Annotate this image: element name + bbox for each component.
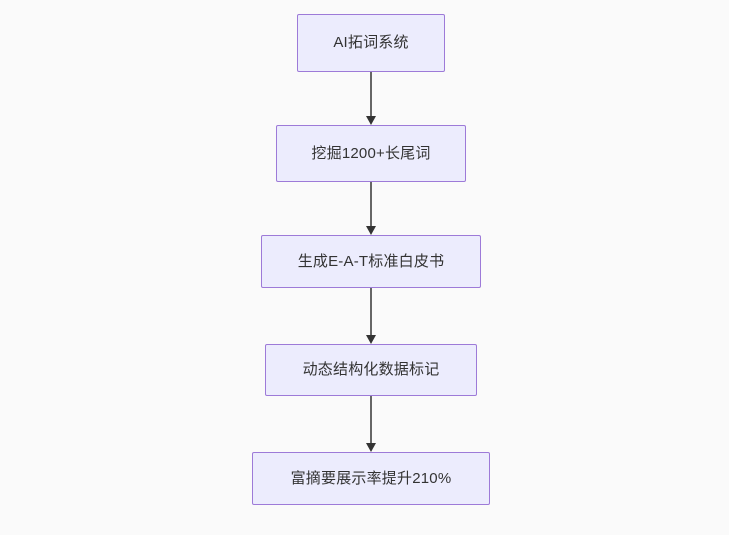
arrowhead-icon <box>366 335 376 344</box>
flowchart-node-n5[interactable]: 富摘要展示率提升210% <box>252 452 490 505</box>
node-label: AI拓词系统 <box>333 34 409 51</box>
edge-line <box>370 288 372 335</box>
node-label: 生成E-A-T标准白皮书 <box>297 252 445 270</box>
flowchart-node-n3[interactable]: 生成E-A-T标准白皮书 <box>261 235 481 288</box>
flowchart-node-n4[interactable]: 动态结构化数据标记 <box>265 344 477 396</box>
arrowhead-icon <box>366 443 376 452</box>
node-label: 挖掘1200+长尾词 <box>311 144 431 162</box>
flowchart-node-n2[interactable]: 挖掘1200+长尾词 <box>276 125 466 182</box>
edge-line <box>370 72 372 116</box>
node-label: 富摘要展示率提升210% <box>290 469 452 487</box>
arrowhead-icon <box>366 116 376 125</box>
flowchart-node-n1[interactable]: AI拓词系统 <box>297 14 445 72</box>
node-label: 动态结构化数据标记 <box>302 361 440 378</box>
arrowhead-icon <box>366 226 376 235</box>
edge-line <box>370 182 372 226</box>
edge-line <box>370 396 372 443</box>
